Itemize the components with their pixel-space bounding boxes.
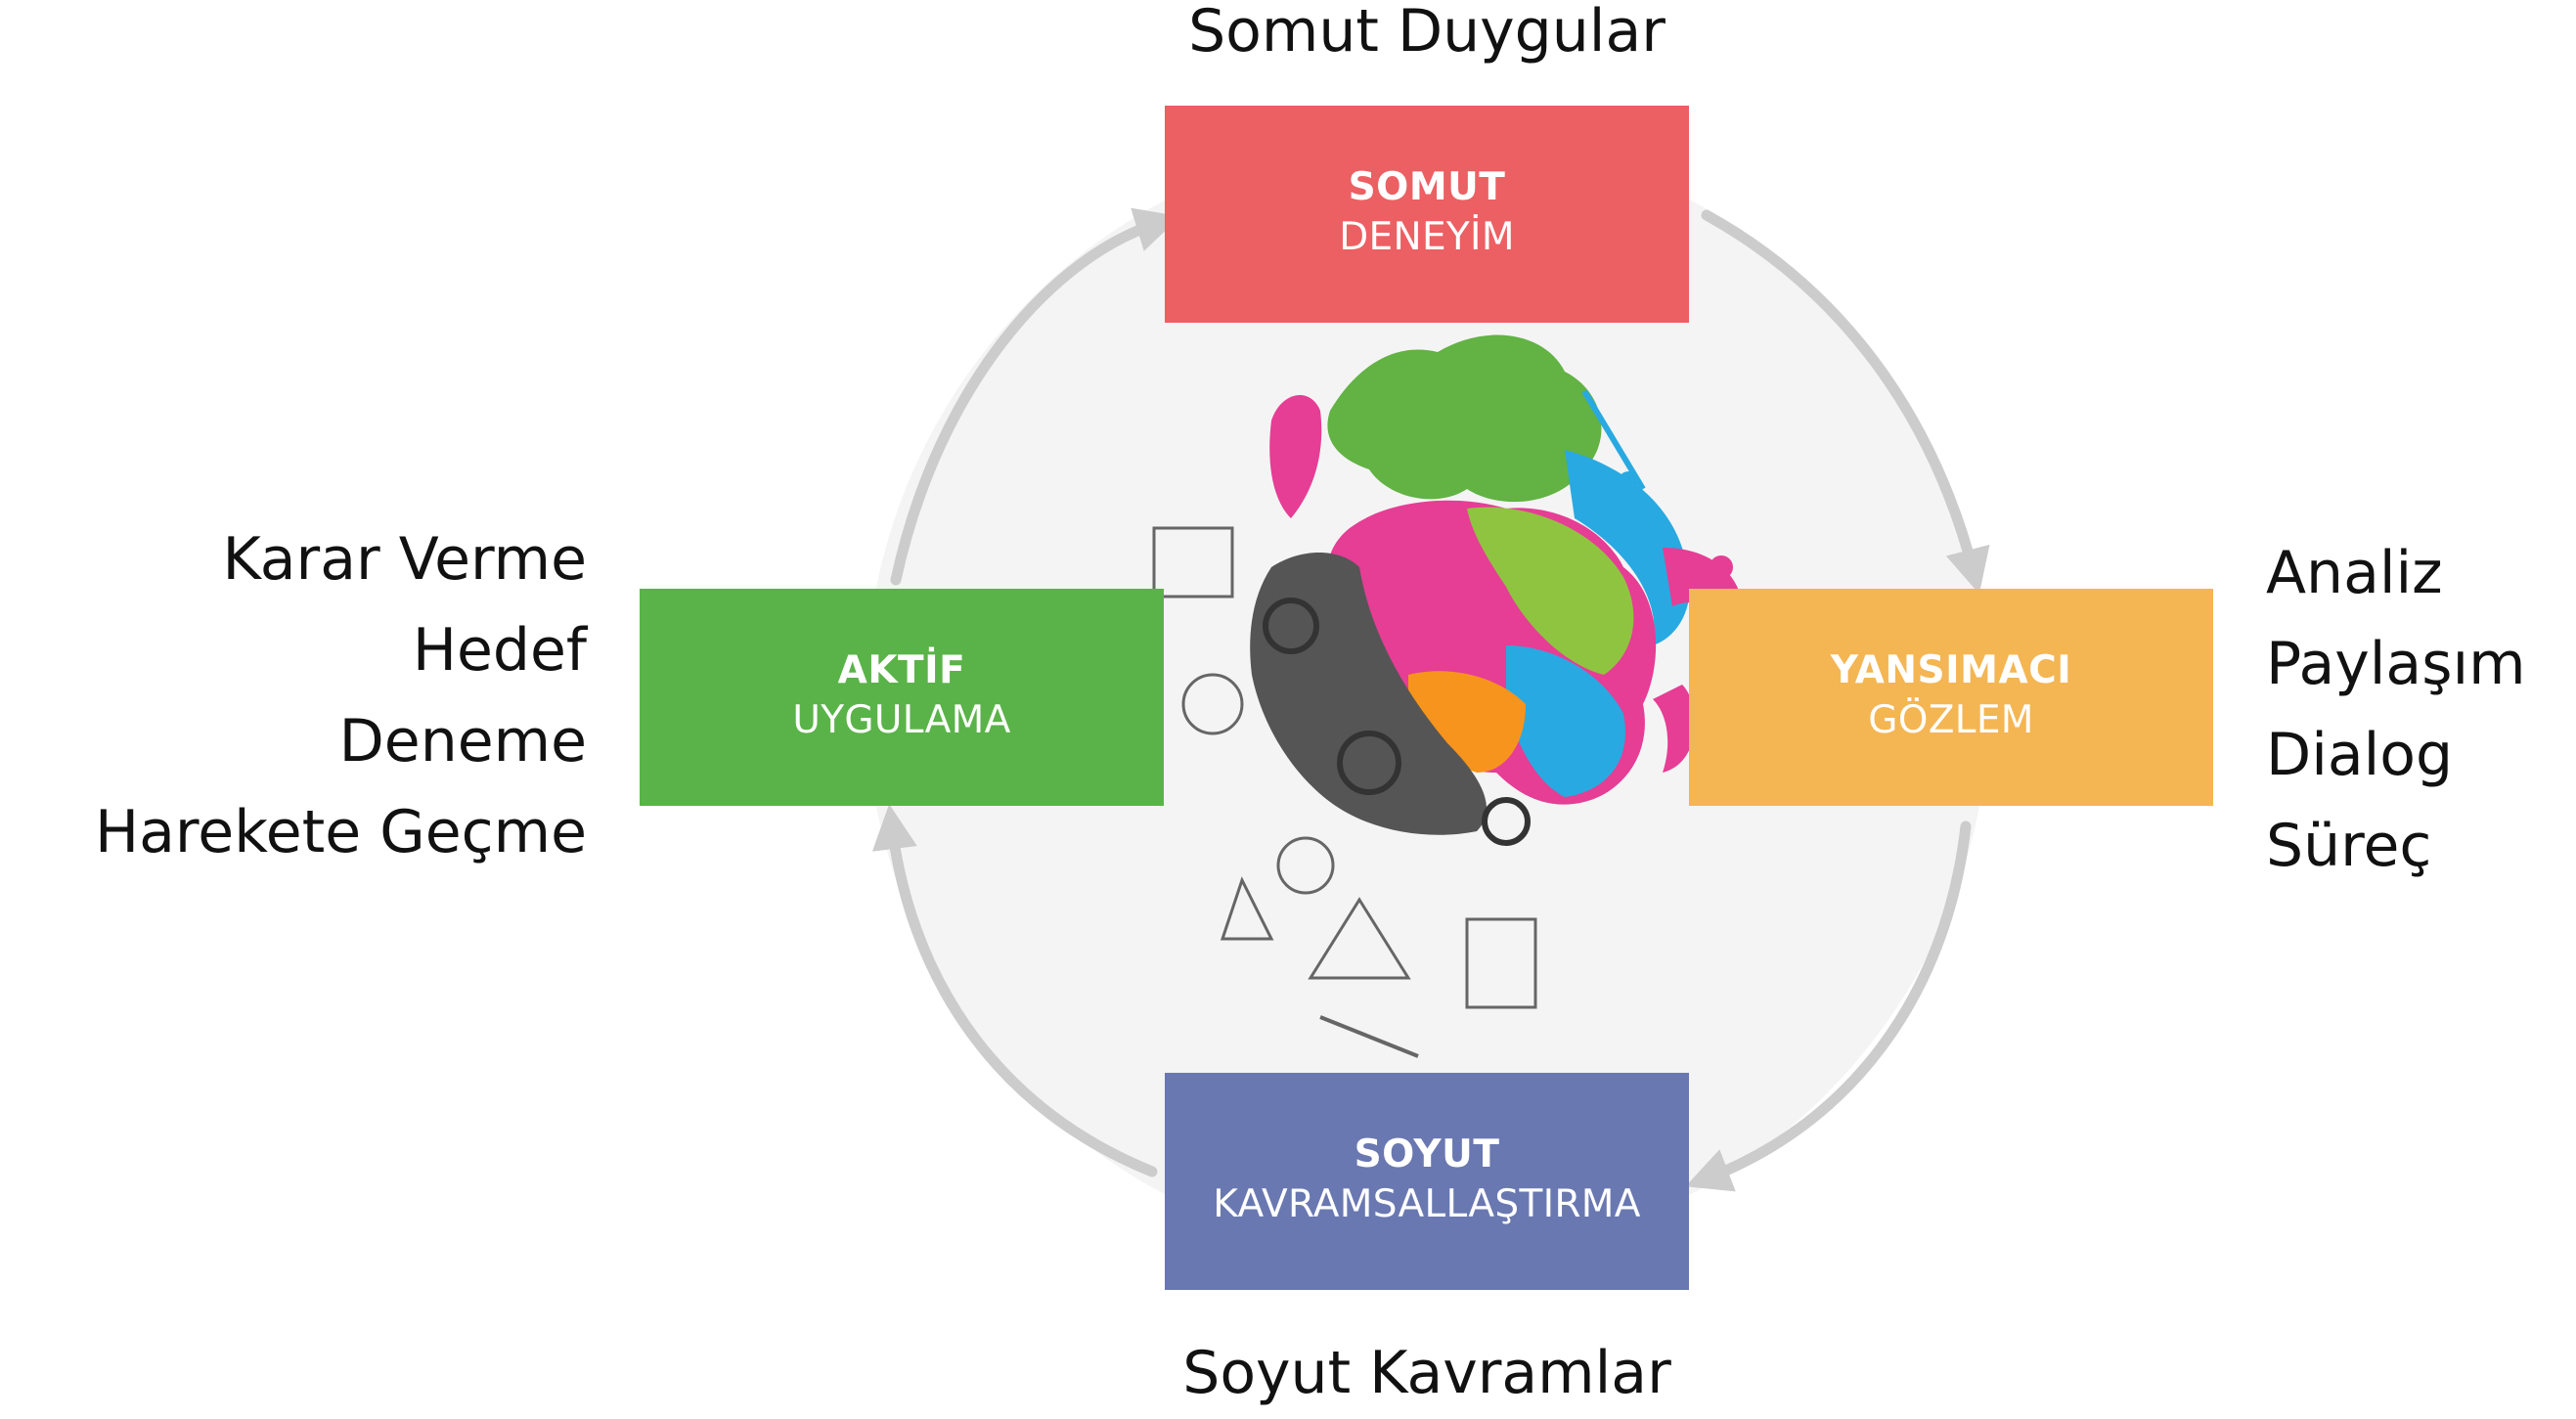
reflective-observation-box: YANSIMACI GÖZLEM: [1689, 589, 2213, 806]
box-title: SOMUT: [1348, 165, 1506, 210]
concrete-experience-box: SOMUT DENEYİM: [1165, 106, 1689, 323]
left-list: Karar Verme Hedef Deneme Harekete Geçme: [95, 514, 587, 878]
box-title: YANSIMACI: [1830, 648, 2072, 693]
arrow-right-to-bottom: [1685, 820, 1972, 1192]
box-subtitle: GÖZLEM: [1868, 698, 2034, 743]
right-list-item: Paylaşım: [2266, 630, 2526, 698]
left-list-item: Karar Verme: [222, 525, 587, 594]
abstract-conceptualization-box: SOYUT KAVRAMSALLAŞTIRMA: [1165, 1073, 1689, 1290]
box-subtitle: UYGULAMA: [792, 698, 1011, 743]
arrow-top-to-right: [1701, 209, 1990, 595]
arrow-bottom-to-left: [871, 804, 1158, 1177]
right-list-item: Dialog: [2266, 721, 2454, 789]
brain-illustration: [1152, 334, 1743, 1058]
left-list-item: Deneme: [338, 707, 587, 776]
arrow-left-to-top: [890, 207, 1181, 586]
box-title: SOYUT: [1354, 1132, 1500, 1177]
bottom-label: Soyut Kavramlar: [1182, 1339, 1671, 1407]
right-list: Analiz Paylaşım Dialog Süreç: [2266, 528, 2526, 892]
right-list-item: Analiz: [2266, 539, 2443, 607]
left-list-item: Hedef: [412, 616, 587, 685]
right-list-item: Süreç: [2266, 812, 2432, 880]
box-subtitle: DENEYİM: [1339, 215, 1515, 260]
active-experimentation-box: AKTİF UYGULAMA: [640, 589, 1164, 806]
left-list-item: Harekete Geçme: [95, 798, 587, 866]
box-title: AKTİF: [837, 648, 966, 693]
box-subtitle: KAVRAMSALLAŞTIRMA: [1213, 1182, 1641, 1227]
top-label: Somut Duygular: [1188, 0, 1666, 66]
